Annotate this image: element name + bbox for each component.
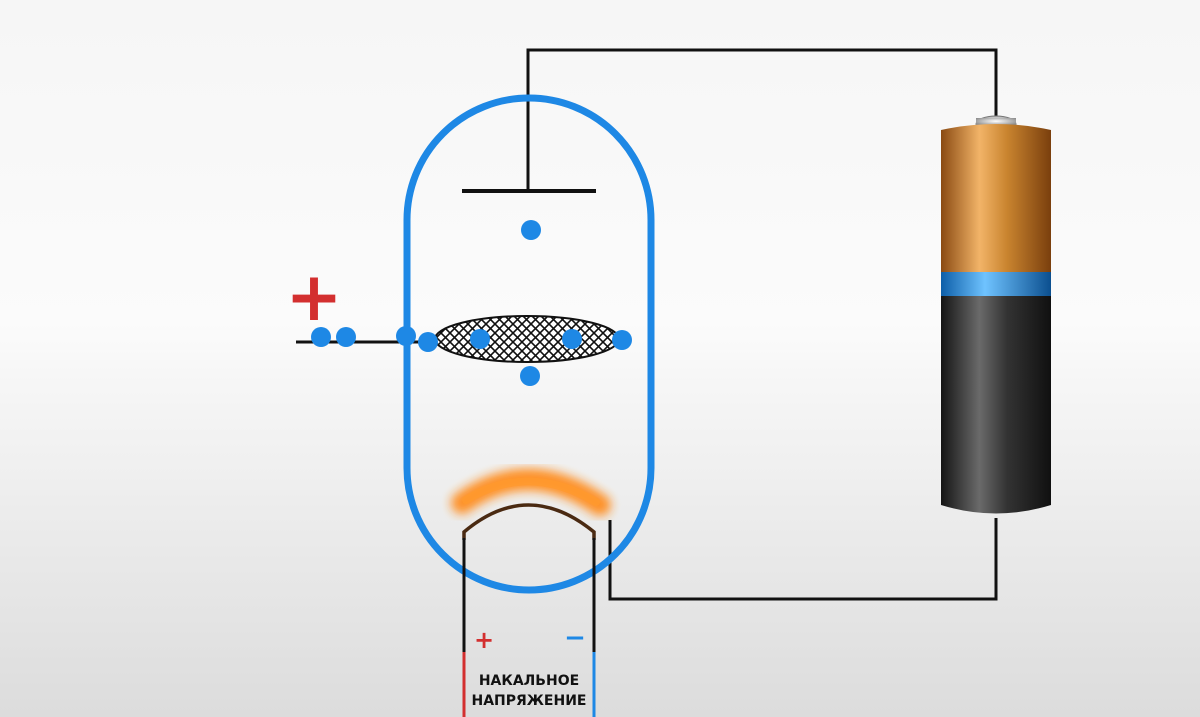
cathode-glow-core [462, 477, 600, 506]
battery-top [941, 124, 1051, 272]
electron [336, 327, 356, 347]
battery-icon [941, 115, 1051, 514]
cathode-return-wire [608, 518, 998, 601]
electrons [311, 220, 632, 386]
heated-cathode-icon [462, 503, 596, 540]
vacuum-triode-tube [403, 94, 655, 594]
battery-body [941, 296, 1051, 514]
electron [612, 330, 632, 350]
electron [418, 332, 438, 352]
electron [521, 220, 541, 240]
electron [562, 329, 582, 349]
electron [311, 327, 331, 347]
heater-label-line1: НАКАЛЬНОЕ [479, 673, 579, 689]
electron [470, 329, 490, 349]
heater-minus-sign: − [564, 623, 586, 653]
grid-plus-sign: + [286, 258, 343, 337]
heater-plus-sign: + [474, 626, 494, 654]
circuit-wires [296, 48, 998, 601]
battery-band [941, 272, 1051, 296]
electron [520, 366, 540, 386]
grid-mesh-icon [434, 315, 620, 363]
heater-leads [462, 538, 596, 717]
heater-label-line2: НАПРЯЖЕНИЕ [471, 693, 586, 709]
electron [396, 326, 416, 346]
anode-wire [526, 48, 998, 190]
